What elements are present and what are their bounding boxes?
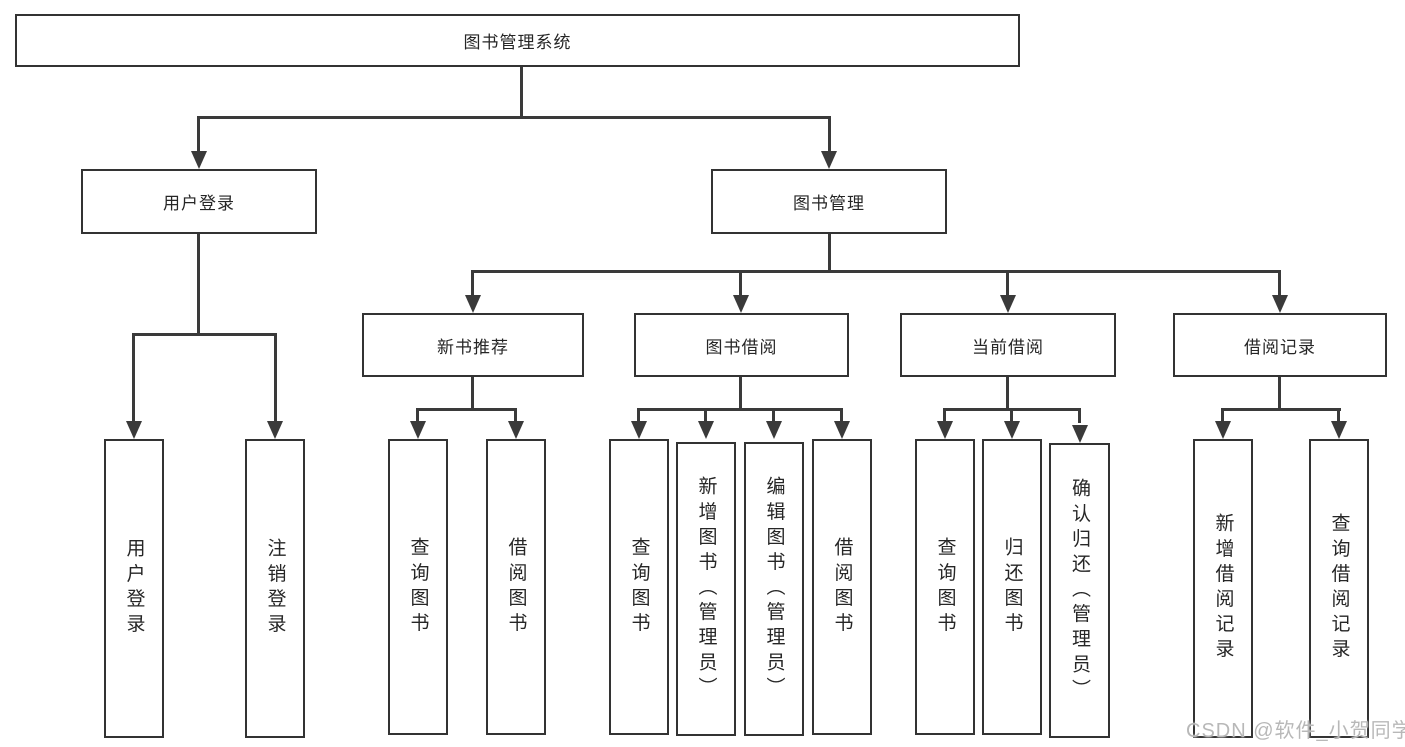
node-logout-label: 注销登录 (264, 538, 286, 639)
connector-drop (1010, 408, 1013, 423)
connector-new-book-stem (471, 377, 474, 411)
connector-root-stem (520, 67, 523, 119)
watermark-text: CSDN @软件_小贺同学 (1186, 720, 1405, 742)
connector-current-borrowing-stem (1006, 377, 1009, 411)
connector-book-management-stem (828, 234, 831, 273)
arrow-down-icon (733, 295, 749, 313)
node-return-book-label: 归还图书 (1001, 536, 1023, 638)
connector-book-management-bar (471, 270, 1281, 273)
arrow-down-icon (267, 421, 283, 439)
connector-borrowing-records-stem (1278, 377, 1281, 411)
node-edit-book-admin-label: 编辑图书（管理员） (763, 476, 785, 702)
arrow-down-icon (191, 151, 207, 169)
node-logout: 注销登录 (245, 439, 305, 738)
node-query-books-2: 查询图书 (609, 439, 669, 735)
node-add-borrow-record: 新增借阅记录 (1193, 439, 1253, 738)
node-library-management-system: 图书管理系统 (15, 14, 1020, 67)
connector-user-login-bar (132, 333, 277, 336)
arrow-down-icon (465, 295, 481, 313)
arrow-down-icon (834, 421, 850, 439)
node-add-book-admin: 新增图书（管理员） (676, 442, 736, 736)
connector-drop (1278, 270, 1281, 298)
connector-drop (772, 408, 775, 423)
node-borrow-books-2: 借阅图书 (812, 439, 872, 735)
connector-root-bar (197, 116, 831, 119)
connector-drop (514, 408, 517, 423)
node-confirm-return-admin: 确认归还（管理员） (1049, 443, 1110, 738)
arrow-down-icon (631, 421, 647, 439)
connector-drop (943, 408, 946, 423)
node-query-books-3-label: 查询图书 (934, 536, 956, 638)
connector-drop (828, 116, 831, 153)
connector-drop (197, 116, 200, 153)
arrow-down-icon (1004, 421, 1020, 439)
node-new-book-recommendation-label: 新书推荐 (437, 337, 509, 357)
node-query-borrow-record: 查询借阅记录 (1309, 439, 1369, 738)
node-user-login-label: 用户登录 (163, 194, 235, 213)
arrow-down-icon (821, 151, 837, 169)
arrow-down-icon (126, 421, 142, 439)
node-library-management-system-label: 图书管理系统 (463, 33, 572, 52)
connector-drop (704, 408, 707, 423)
node-add-borrow-record-label: 新增借阅记录 (1212, 513, 1234, 664)
connector-drop (637, 408, 640, 423)
arrow-down-icon (1215, 421, 1231, 439)
node-query-borrow-record-label: 查询借阅记录 (1328, 513, 1350, 664)
connector-drop (471, 270, 474, 298)
arrow-down-icon (508, 421, 524, 439)
connector-drop (1006, 270, 1009, 298)
arrow-down-icon (698, 421, 714, 439)
connector-drop (739, 270, 742, 298)
arrow-down-icon (937, 421, 953, 439)
connector-book-borrowing-bar (637, 408, 843, 411)
node-book-borrowing-label: 图书借阅 (705, 337, 778, 357)
connector-borrowing-records-bar (1221, 408, 1341, 411)
connector-drop (132, 333, 135, 423)
arrow-down-icon (1331, 421, 1347, 439)
arrow-down-icon (1072, 425, 1088, 443)
connector-drop (840, 408, 843, 423)
node-borrowing-records: 借阅记录 (1173, 313, 1387, 377)
node-current-borrowing: 当前借阅 (900, 313, 1116, 377)
arrow-down-icon (1000, 295, 1016, 313)
connector-drop (274, 333, 277, 423)
node-query-books-3: 查询图书 (915, 439, 975, 735)
node-borrow-books-1-label: 借阅图书 (505, 536, 527, 638)
node-book-management-label: 图书管理 (793, 194, 865, 213)
node-new-book-recommendation: 新书推荐 (362, 313, 584, 377)
node-return-book: 归还图书 (982, 439, 1042, 735)
node-query-books-1: 查询图书 (388, 439, 448, 735)
node-confirm-return-admin-label: 确认归还（管理员） (1069, 477, 1090, 704)
node-borrow-books-1: 借阅图书 (486, 439, 546, 735)
node-borrow-books-2-label: 借阅图书 (831, 536, 853, 638)
node-book-management: 图书管理 (711, 169, 947, 234)
node-book-borrowing: 图书借阅 (634, 313, 849, 377)
connector-drop (1221, 408, 1224, 423)
node-query-books-2-label: 查询图书 (628, 536, 650, 638)
node-edit-book-admin: 编辑图书（管理员） (744, 442, 804, 736)
node-user-login-leaf: 用户登录 (104, 439, 164, 738)
connector-new-book-bar (416, 408, 517, 411)
node-user-login-leaf-label: 用户登录 (123, 538, 145, 639)
node-query-books-1-label: 查询图书 (407, 536, 429, 638)
connector-drop (1078, 408, 1081, 423)
arrow-down-icon (410, 421, 426, 439)
connector-drop (1337, 408, 1340, 423)
connector-user-login-stem (197, 234, 200, 336)
connector-drop (416, 408, 419, 423)
node-borrowing-records-label: 借阅记录 (1244, 337, 1316, 357)
connector-book-borrowing-stem (739, 377, 742, 411)
arrow-down-icon (766, 421, 782, 439)
node-current-borrowing-label: 当前借阅 (972, 337, 1044, 357)
node-add-book-admin-label: 新增图书（管理员） (695, 476, 717, 702)
node-user-login: 用户登录 (81, 169, 317, 234)
arrow-down-icon (1272, 295, 1288, 313)
